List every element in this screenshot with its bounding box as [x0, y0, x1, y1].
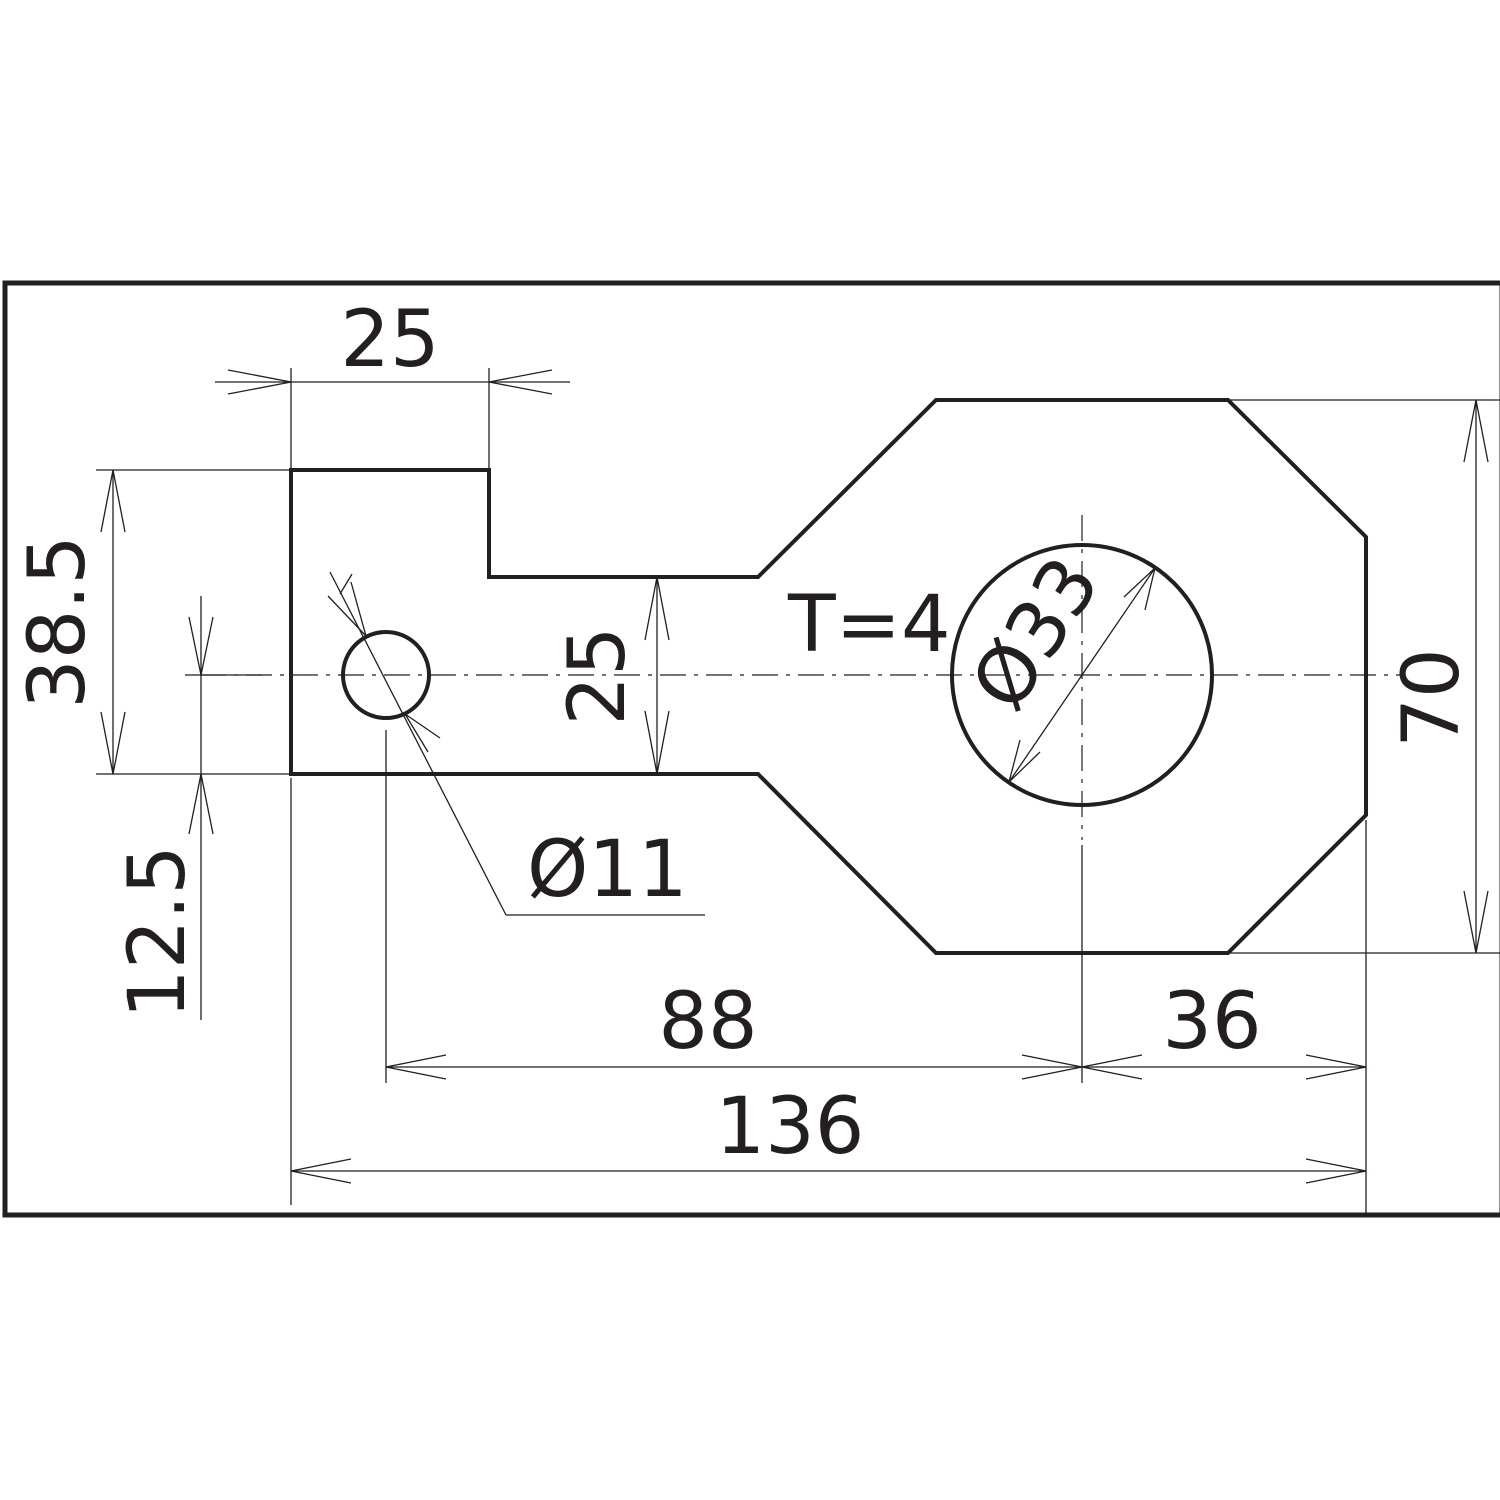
- tab-height-dimension: 38.5: [13, 469, 289, 775]
- part-outline: [289, 398, 1368, 955]
- hole-spacing-dimension: 88: [385, 977, 1083, 1080]
- overall-length-dimension: 136: [290, 1082, 1367, 1184]
- drawing-frame: [2, 280, 1500, 1218]
- tab-width-dimension: 25: [215, 295, 570, 468]
- hole-offset-label: 12.5: [113, 845, 203, 1019]
- tab-width-label: 25: [340, 295, 439, 385]
- small-hole-diameter-label: Ø11: [527, 825, 688, 915]
- plate-height-dimension: 70: [1230, 399, 1500, 954]
- neck-width-label: 25: [553, 626, 643, 725]
- large-hole-diameter-dimension: Ø33: [955, 542, 1157, 785]
- small-hole-diameter-dimension: Ø11: [327, 571, 705, 916]
- plate-height-label: 70: [1387, 648, 1477, 747]
- thickness-note: T=4: [787, 580, 951, 670]
- hole-offset-dimension: 12.5: [113, 596, 262, 1020]
- hole-spacing-label: 88: [658, 977, 757, 1067]
- edge-to-large-hole-dimension: 36: [1081, 977, 1367, 1080]
- edge-to-large-hole-label: 36: [1162, 977, 1261, 1067]
- overall-length-label: 136: [716, 1082, 865, 1172]
- neck-width-dimension: 25: [553, 576, 670, 775]
- large-hole-diameter-label: Ø33: [955, 542, 1118, 726]
- tab-height-label: 38.5: [13, 535, 103, 709]
